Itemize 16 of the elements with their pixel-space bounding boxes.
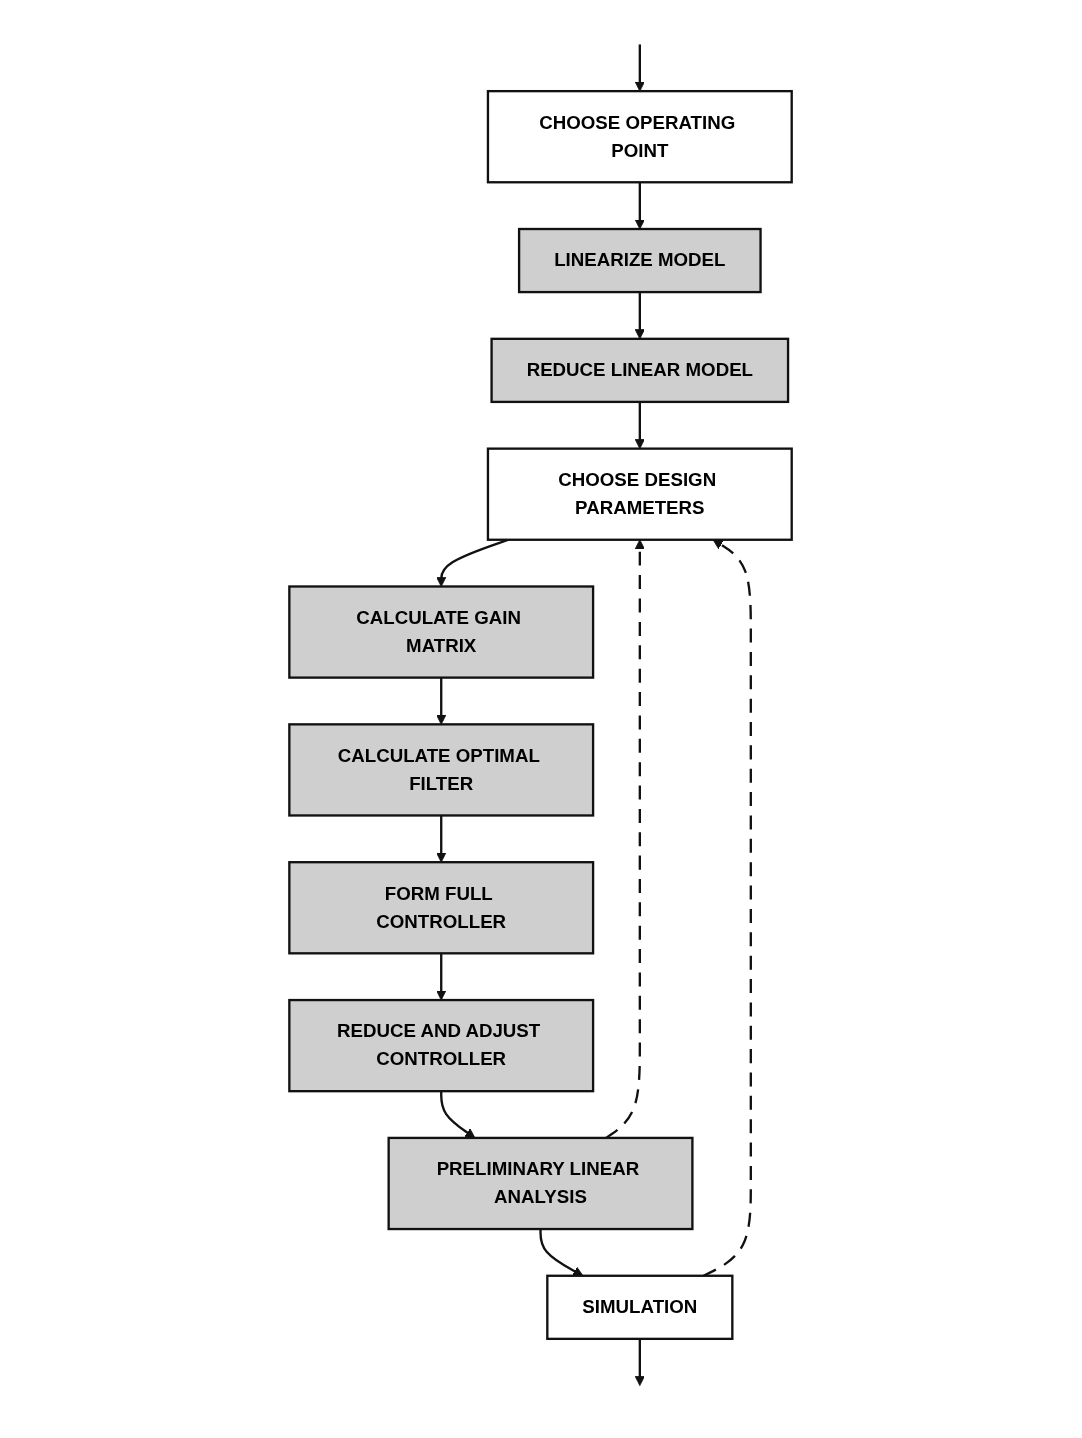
node-box: FORM FULL CONTROLLER	[288, 861, 595, 955]
node-box: CHOOSE OPERATING POINT	[487, 90, 794, 184]
node-box: REDUCE LINEAR MODEL	[490, 337, 790, 404]
arrow	[436, 815, 447, 863]
node-box: LINEARIZE MODEL	[518, 227, 763, 294]
node-box: SIMULATION	[546, 1274, 734, 1340]
arrow	[635, 1338, 646, 1387]
node-box: CALCULATE OPTIMAL FILTER	[288, 723, 595, 817]
node-box: CALCULATE GAIN MATRIX	[288, 585, 595, 679]
arrow	[635, 182, 646, 230]
node-box: PRELIMINARY LINEAR ANALYSIS	[387, 1136, 695, 1231]
arrow	[436, 953, 447, 1001]
node-box: REDUCE AND ADJUST CONTROLLER	[288, 998, 595, 1093]
arrow	[635, 44, 646, 92]
arrow	[436, 677, 447, 725]
node-box: CHOOSE DESIGN PARAMETERS	[487, 447, 794, 541]
